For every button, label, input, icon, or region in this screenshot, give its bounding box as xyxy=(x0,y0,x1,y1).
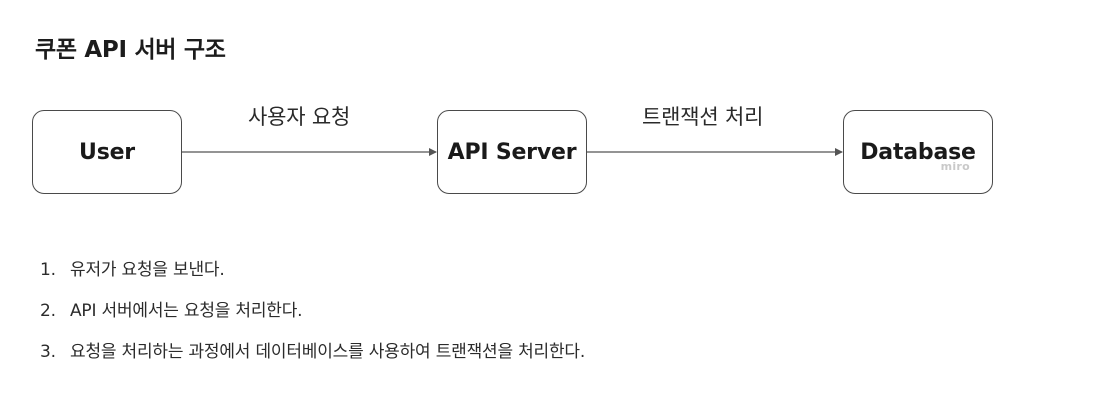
list-item: 1. 유저가 요청을 보낸다. xyxy=(40,257,585,284)
list-item-number: 3. xyxy=(40,342,56,362)
node-api-server[interactable]: API Server xyxy=(437,110,587,194)
list-item-text: 유저가 요청을 보낸다. xyxy=(70,260,225,280)
node-api-server-label: API Server xyxy=(447,139,577,165)
edge-label-transaction: 트랜잭션 처리 xyxy=(642,105,764,129)
list-item-text: 요청을 처리하는 과정에서 데이터베이스를 사용하여 트랜잭션을 처리한다. xyxy=(70,342,586,362)
list-item: 3. 요청을 처리하는 과정에서 데이터베이스를 사용하여 트랜잭션을 처리한다. xyxy=(40,339,585,366)
miro-watermark: miro xyxy=(940,160,970,173)
node-database[interactable]: Database miro xyxy=(843,110,993,194)
steps-list: 1. 유저가 요청을 보낸다. 2. API 서버에서는 요청을 처리한다. 3. 요… xyxy=(40,257,585,380)
edge-label-user-request: 사용자 요청 xyxy=(248,105,351,129)
page-title: 쿠폰 API 서버 구조 xyxy=(35,37,226,63)
list-item-number: 2. xyxy=(40,301,56,321)
list-item-number: 1. xyxy=(40,260,56,280)
node-database-label: Database xyxy=(860,139,976,165)
node-user-label: User xyxy=(79,139,135,165)
node-user[interactable]: User xyxy=(32,110,182,194)
list-item: 2. API 서버에서는 요청을 처리한다. xyxy=(40,298,585,325)
list-item-text: API 서버에서는 요청을 처리한다. xyxy=(70,301,303,321)
